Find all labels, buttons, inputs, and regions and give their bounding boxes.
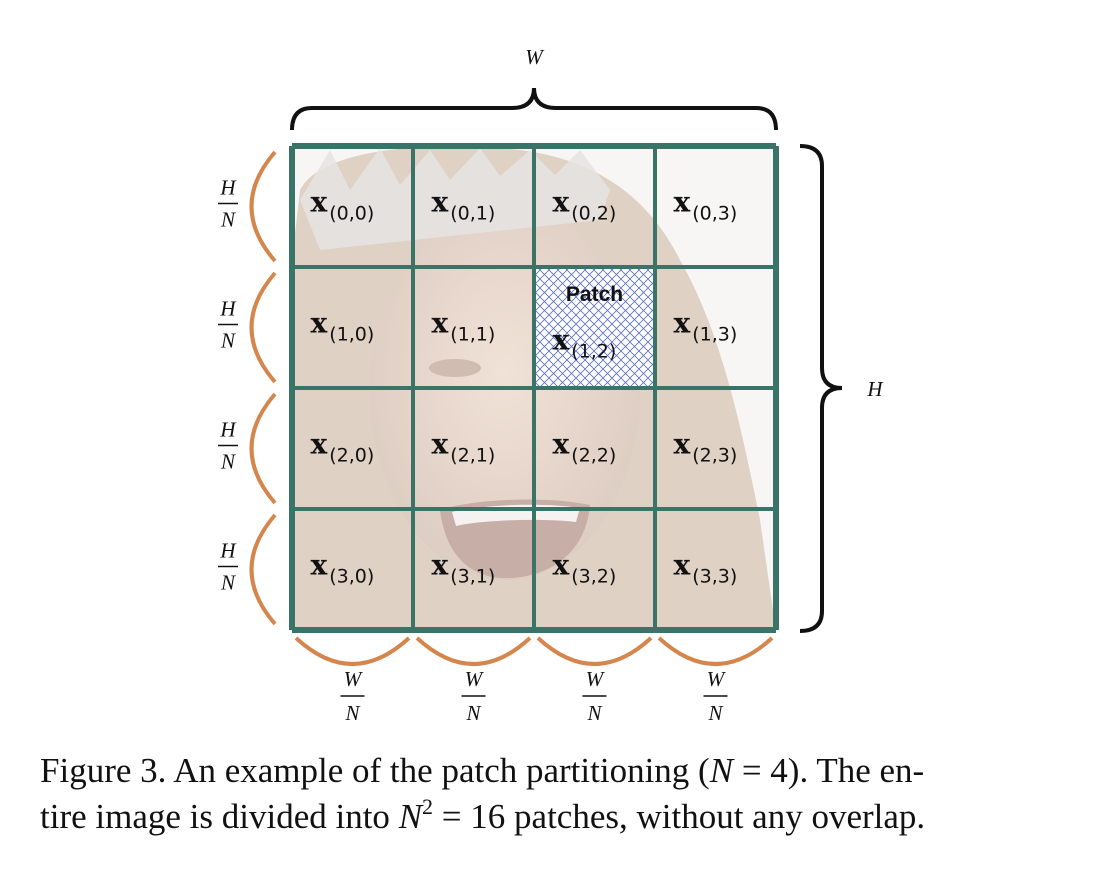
patch-label-x: x(0,2) (553, 186, 617, 225)
column-arc (415, 636, 532, 666)
row-fraction-numerator: H (219, 539, 237, 563)
column-fraction-numerator: W (465, 667, 485, 691)
patch-label-x: x(3,1) (432, 549, 496, 588)
row-arc (249, 513, 277, 626)
patch-label-x: x(1,1) (432, 307, 496, 346)
patch-label-x: x(0,0) (311, 186, 375, 225)
height-label: H (866, 377, 884, 401)
row-fraction-numerator: H (219, 418, 237, 442)
patch-label-x: x(3,2) (553, 549, 617, 588)
patch-label-x: x(3,0) (311, 549, 375, 588)
highlighted-patch (534, 267, 655, 388)
patch-partition-diagram: x(0,0) x(0,1) x(0,2) x(0,3) x(1,0) x(1,1) x(1,… (218, 45, 884, 725)
row-arc (249, 392, 277, 505)
caption-line-2: tire image is divided into N2 = 16 patch… (40, 794, 926, 837)
row-arc (249, 150, 277, 263)
row-fraction-numerator: H (219, 176, 237, 200)
patch-label: Patch (566, 283, 623, 306)
row-fraction-denominator: N (220, 329, 236, 353)
column-fraction-denominator: N (707, 701, 723, 725)
column-fraction-numerator: W (344, 667, 364, 691)
patch-label-x: x(2,1) (432, 428, 496, 467)
column-fraction-denominator: N (465, 701, 481, 725)
row-fraction-denominator: N (220, 208, 236, 232)
height-brace (799, 144, 843, 633)
row-arc (249, 271, 277, 384)
row-fraction-denominator: N (220, 450, 236, 474)
column-fraction-denominator: N (586, 701, 602, 725)
width-brace (290, 87, 778, 131)
column-arc (294, 636, 411, 666)
patch-labels: x(0,0) x(0,1) x(0,2) x(0,3) x(1,0) x(1,1) x(1,… (311, 186, 738, 588)
patch-label-x: x(3,3) (674, 549, 738, 588)
patch-grid (289, 143, 779, 633)
column-fraction-numerator: W (586, 667, 606, 691)
figure-caption: Figure 3. An example of the patch partit… (40, 748, 1090, 840)
patch-label-x: x(2,3) (674, 428, 738, 467)
patch-label-x: x(2,2) (553, 428, 617, 467)
patch-label-x: x(1,2) (553, 324, 617, 363)
column-fraction-numerator: W (707, 667, 727, 691)
row-fraction-denominator: N (220, 571, 236, 595)
patch-label-x: x(1,3) (674, 307, 738, 346)
patch-label-x: x(2,0) (311, 428, 375, 467)
width-label: W (525, 45, 545, 69)
caption-line-1: Figure 3. An example of the patch partit… (40, 751, 925, 790)
column-fraction-denominator: N (344, 701, 360, 725)
column-arc (536, 636, 653, 666)
row-fraction-numerator: H (219, 297, 237, 321)
patch-label-x: x(0,3) (674, 186, 738, 225)
patch-label-x: x(1,0) (311, 307, 375, 346)
patch-label-x: x(0,1) (432, 186, 496, 225)
eye-left (429, 359, 481, 377)
column-arc (657, 636, 774, 666)
